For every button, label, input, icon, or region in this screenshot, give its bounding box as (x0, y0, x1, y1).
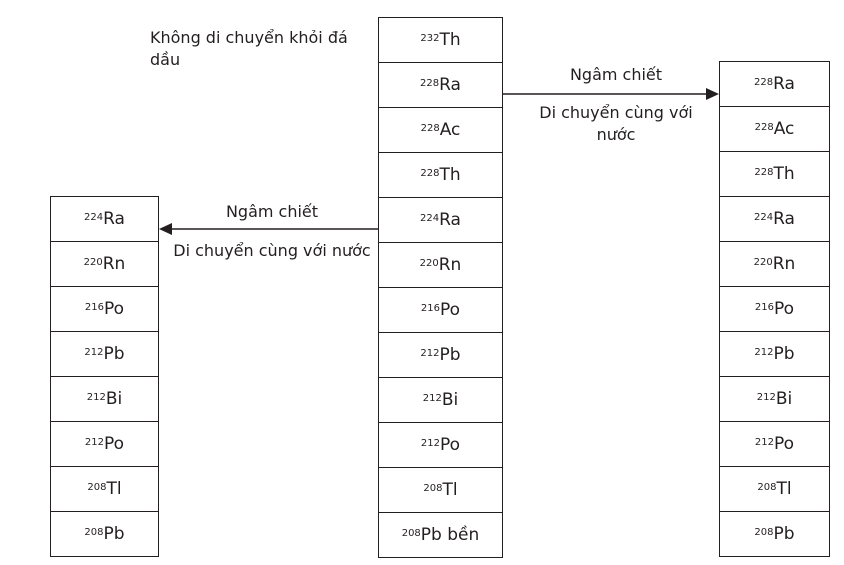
element-symbol: Th (439, 30, 461, 50)
element-symbol: Pb bền (420, 525, 480, 545)
element-symbol: Ac (439, 120, 461, 140)
right-arrow-top-label: Ngâm chiết (569, 65, 663, 84)
element-symbol: Po (104, 434, 125, 454)
element-symbol: Pb (439, 345, 461, 365)
element-symbol: Rn (102, 254, 126, 274)
element-symbol: Ra (439, 75, 461, 95)
element-symbol: Bi (105, 389, 123, 409)
element-symbol: Po (774, 434, 795, 454)
element-symbol: Tl (442, 480, 458, 500)
element-symbol: Th (773, 164, 795, 184)
left-arrow-top-label: Ngâm chiết (225, 202, 319, 221)
element-symbol: Po (440, 435, 461, 455)
element-symbol: Ac (773, 119, 795, 139)
left-leaching-arrow (159, 223, 378, 235)
right-leaching-arrow (503, 88, 719, 100)
element-symbol: Pb (773, 524, 795, 544)
element-symbol: Po (774, 299, 795, 319)
element-symbol: Pb (103, 344, 125, 364)
element-symbol: Th (439, 165, 461, 185)
element-symbol: Ra (439, 210, 461, 230)
left-arrow-bottom-label: Di chuyển cùng với nước (173, 241, 371, 260)
element-symbol: Po (104, 299, 125, 319)
element-symbol: Rn (438, 255, 462, 275)
not-leached-note: Không di chuyển khỏi đá dầu (150, 28, 348, 69)
element-symbol: Ra (773, 209, 795, 229)
element-symbol: Rn (772, 254, 796, 274)
element-symbol: Bi (775, 389, 793, 409)
element-symbol: Ra (103, 209, 125, 229)
element-symbol: Tl (106, 479, 122, 499)
element-symbol: Pb (773, 344, 795, 364)
right-arrow-bottom-label: Di chuyển cùng với nước (539, 103, 693, 144)
element-symbol: Tl (776, 479, 792, 499)
element-symbol: Pb (103, 524, 125, 544)
element-symbol: Ra (773, 74, 795, 94)
element-symbol: Po (440, 300, 461, 320)
element-symbol: Bi (441, 390, 459, 410)
